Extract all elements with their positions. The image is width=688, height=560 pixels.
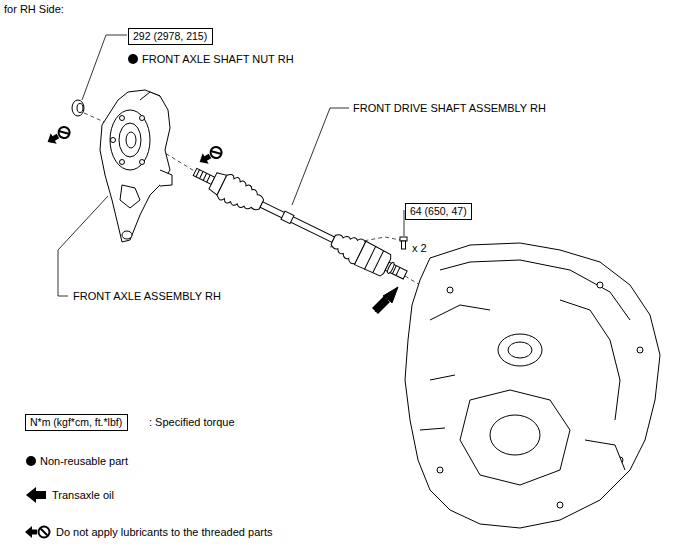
torque-value: N*m (kgf*cm, ft.*lbf) (30, 416, 123, 429)
legend-text: Transaxle oil (52, 489, 114, 502)
legend-text: Non-reusable part (40, 455, 128, 468)
part-label: FRONT DRIVE SHAFT ASSEMBLY RH (353, 102, 546, 115)
torque-box: 292 (2978, 215) (128, 28, 213, 45)
torque-value: 292 (2978, 215) (133, 30, 208, 43)
part-label: FRONT AXLE SHAFT NUT RH (142, 53, 294, 66)
torque-box: 64 (650, 47) (405, 203, 472, 220)
torque-value: 64 (650, 47) (410, 205, 467, 218)
part-label: FRONT AXLE ASSEMBLY RH (73, 290, 221, 303)
part-label: x 2 (412, 242, 427, 255)
torque-box: N*m (kgf*cm, ft.*lbf) (25, 414, 128, 431)
part-label: for RH Side: (4, 3, 64, 16)
legend-text: : Specified torque (149, 416, 235, 429)
legend-text: Do not apply lubricants to the threaded … (56, 526, 272, 539)
